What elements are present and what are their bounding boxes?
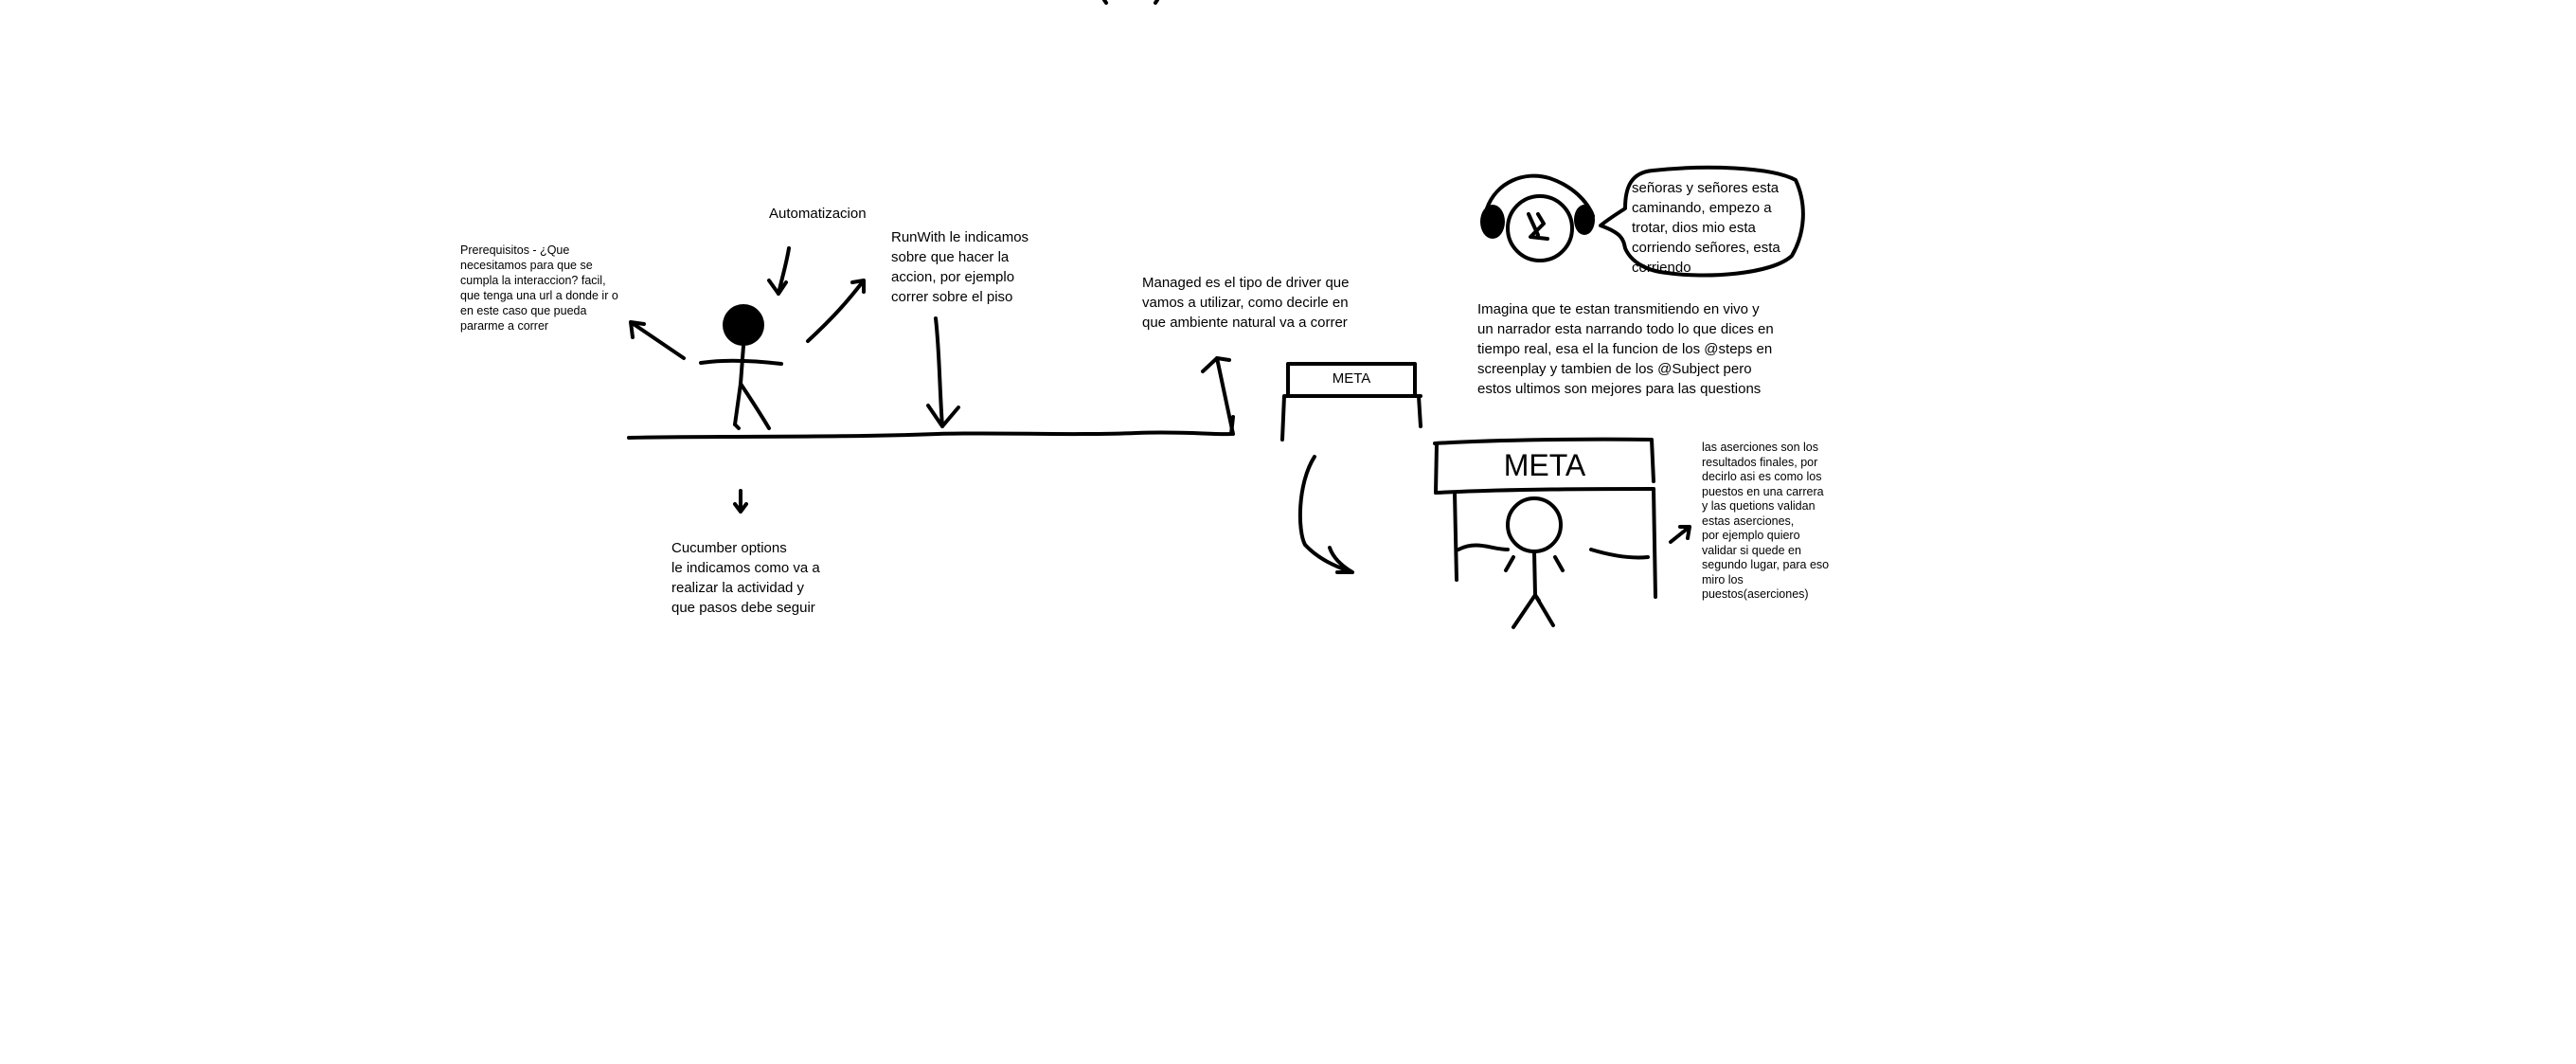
aserciones-label: las aserciones son los resultados finale… — [1702, 441, 1830, 601]
ground-line — [627, 415, 1235, 440]
top-edge-stroke — [1102, 0, 1159, 5]
announcer-icon — [1480, 173, 1595, 262]
cucumber-label: Cucumber options le indicamos como va a … — [671, 540, 820, 616]
automatizacion-label: Automatizacion — [769, 206, 867, 222]
automatizacion-arrow-icon — [767, 246, 791, 296]
managed-arrow-icon — [1201, 356, 1235, 436]
runwith-label: RunWith le indicamos sobre que hacer la … — [891, 229, 1029, 305]
narrator-speech-text: señoras y señores esta caminando, empezo… — [1632, 180, 1780, 276]
meta-small-label: META — [1332, 370, 1371, 387]
curved-arrow-icon — [1297, 455, 1354, 574]
aserciones-arrow-icon — [1669, 525, 1691, 544]
imagina-label: Imagina que te estan transmitiendo en vi… — [1477, 301, 1774, 397]
prerequisitos-label: Prerequisitos - ¿Que necesitamos para qu… — [460, 243, 618, 333]
runner-icon — [699, 304, 783, 430]
prereq-arrow-icon — [629, 320, 686, 360]
cucumber-arrow-icon — [733, 489, 748, 514]
winner-icon — [1504, 496, 1565, 629]
finish-banner-small — [1280, 362, 1422, 442]
finish-banner-large — [1433, 437, 1657, 599]
ground-arrow-icon — [926, 316, 960, 428]
managed-label: Managed es el tipo de driver que vamos a… — [1142, 275, 1350, 331]
speech-bubble — [1599, 165, 1805, 278]
runwith-arrow-icon — [806, 279, 866, 343]
meta-large-label: META — [1503, 448, 1586, 482]
